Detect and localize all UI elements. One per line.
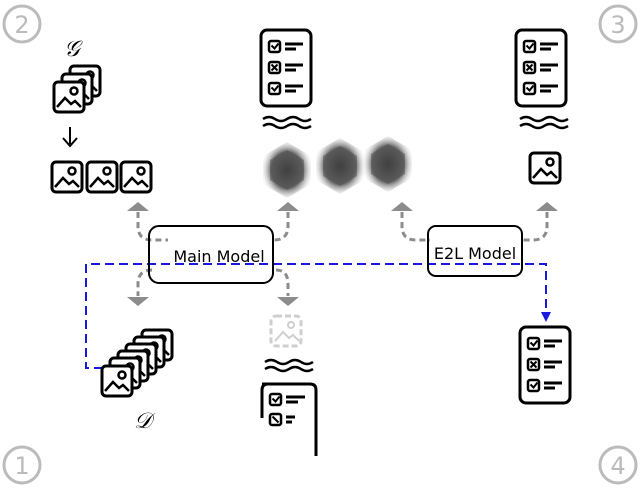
corner-number: 1 <box>14 452 29 480</box>
up-arrow-icon <box>277 202 299 211</box>
wave-separator-icon <box>263 358 315 373</box>
corner-number: 2 <box>14 11 29 39</box>
noise-latent-icon <box>263 136 412 198</box>
dataset-image-stack-icon <box>100 328 174 398</box>
up-arrow-icon <box>391 202 413 211</box>
down-arrow-icon <box>62 127 78 148</box>
down-arrow-icon <box>277 297 299 306</box>
down-arrow-icon <box>127 297 149 306</box>
wave-separator-icon <box>518 115 570 130</box>
main-model-box: Main Model <box>148 225 274 284</box>
checklist-document-icon <box>518 325 572 405</box>
generator-image-stack-icon <box>52 64 102 114</box>
partial-checklist-icon <box>260 382 318 456</box>
generated-images-icon <box>50 160 153 194</box>
corner-marker-top-left: 2 <box>2 4 42 44</box>
e2l-model-label: E2L Model <box>434 244 516 263</box>
wave-separator-icon <box>261 115 313 130</box>
image-icon <box>528 151 562 185</box>
e2l-model-box: E2L Model <box>427 225 523 277</box>
checklist-document-icon <box>259 28 313 108</box>
dataset-symbol: 𝒟 <box>134 409 156 434</box>
checklist-document-icon <box>514 28 568 108</box>
corner-marker-bottom-left: 1 <box>2 445 42 485</box>
corner-marker-bottom-right: 4 <box>598 445 638 485</box>
up-arrow-icon <box>127 202 149 211</box>
corner-number: 3 <box>610 11 625 39</box>
image-placeholder-icon <box>269 314 303 348</box>
blue-data-path <box>85 263 547 369</box>
blue-arrow-head-icon <box>541 312 551 322</box>
generator-symbol: 𝒢 <box>64 37 83 62</box>
main-model-label: Main Model <box>173 247 264 266</box>
corner-marker-top-right: 3 <box>598 4 638 44</box>
corner-number: 4 <box>610 452 625 480</box>
e2l-model-connectors <box>400 212 549 242</box>
up-arrow-icon <box>536 202 558 211</box>
